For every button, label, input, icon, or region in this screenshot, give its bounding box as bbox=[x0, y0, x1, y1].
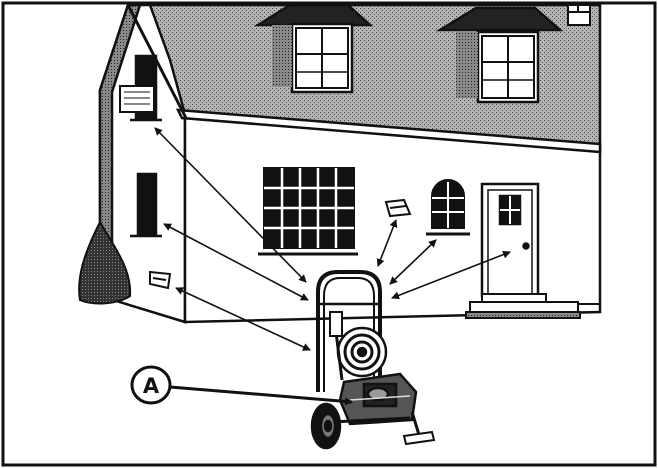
large-window bbox=[258, 168, 358, 254]
foundation-vent bbox=[150, 272, 170, 288]
dormer-left bbox=[258, 5, 370, 92]
front-door bbox=[482, 184, 538, 296]
chimney bbox=[568, 5, 590, 25]
callout-a-label: A bbox=[143, 374, 160, 398]
